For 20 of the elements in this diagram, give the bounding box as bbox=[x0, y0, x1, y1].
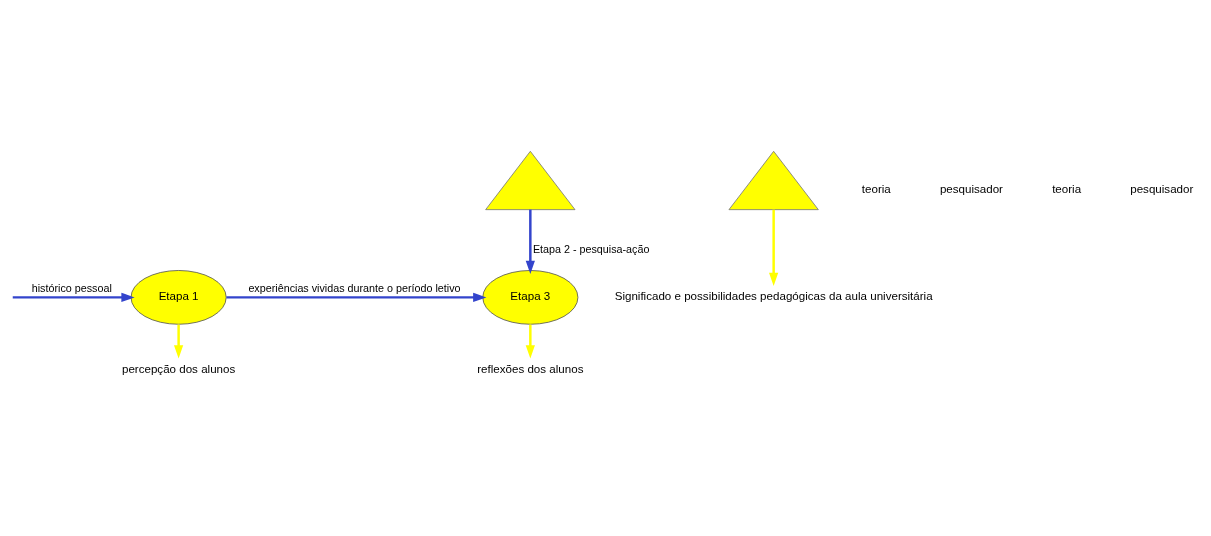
arrow bbox=[226, 292, 487, 303]
arrow bbox=[769, 209, 779, 286]
label: pesquisador bbox=[1130, 183, 1194, 196]
edge-label: histórico pessoal bbox=[31, 281, 112, 294]
node-ellipse: Etapa 1 bbox=[130, 270, 227, 325]
node-text: percepção dos alunos bbox=[121, 362, 236, 375]
edge-label: experiências vividas durante o período letivo bbox=[248, 281, 461, 294]
node-text: reflexões dos alunos bbox=[477, 362, 584, 375]
node-ellipse: Etapa 3 bbox=[482, 270, 579, 325]
node-triangle bbox=[728, 150, 819, 211]
arrow bbox=[12, 292, 135, 303]
node-text: Significado e possibilidades pedagógicas da aula universitária bbox=[614, 290, 933, 303]
label: teoria bbox=[861, 183, 891, 196]
label: pesquisador bbox=[939, 183, 1003, 196]
edge-label: Etapa 2 - pesquisa-ação bbox=[532, 242, 650, 255]
label: teoria bbox=[1052, 183, 1082, 196]
arrow bbox=[525, 324, 535, 359]
arrow bbox=[173, 324, 184, 359]
node-triangle bbox=[485, 150, 576, 211]
arrow bbox=[525, 209, 535, 274]
